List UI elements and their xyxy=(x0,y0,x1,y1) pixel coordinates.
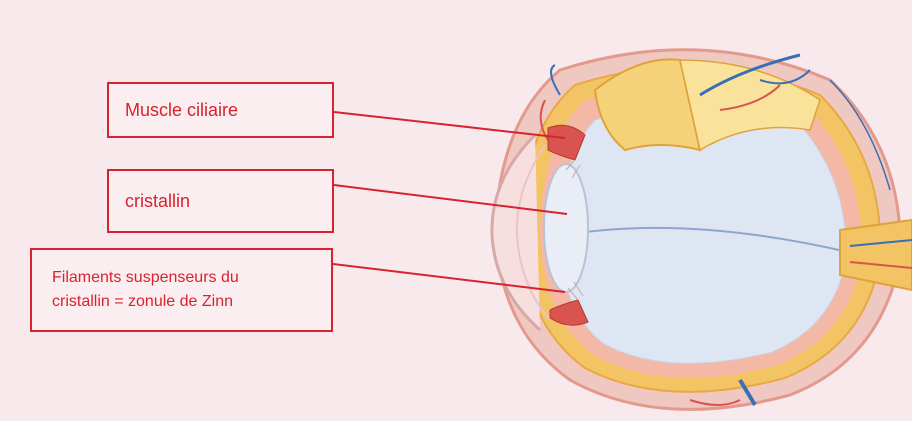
label-zonule-de-zinn: Filaments suspenseurs du cristallin = zo… xyxy=(30,248,333,332)
label-lens-text: cristallin xyxy=(125,191,190,212)
label-cristallin: cristallin xyxy=(107,169,334,233)
label-zonule-line1: Filaments suspenseurs du xyxy=(52,266,239,290)
label-zonule-line2: cristallin = zonule de Zinn xyxy=(52,290,239,314)
label-muscle-text: Muscle ciliaire xyxy=(125,100,238,121)
lens xyxy=(544,164,588,292)
label-muscle-ciliaire: Muscle ciliaire xyxy=(107,82,334,138)
